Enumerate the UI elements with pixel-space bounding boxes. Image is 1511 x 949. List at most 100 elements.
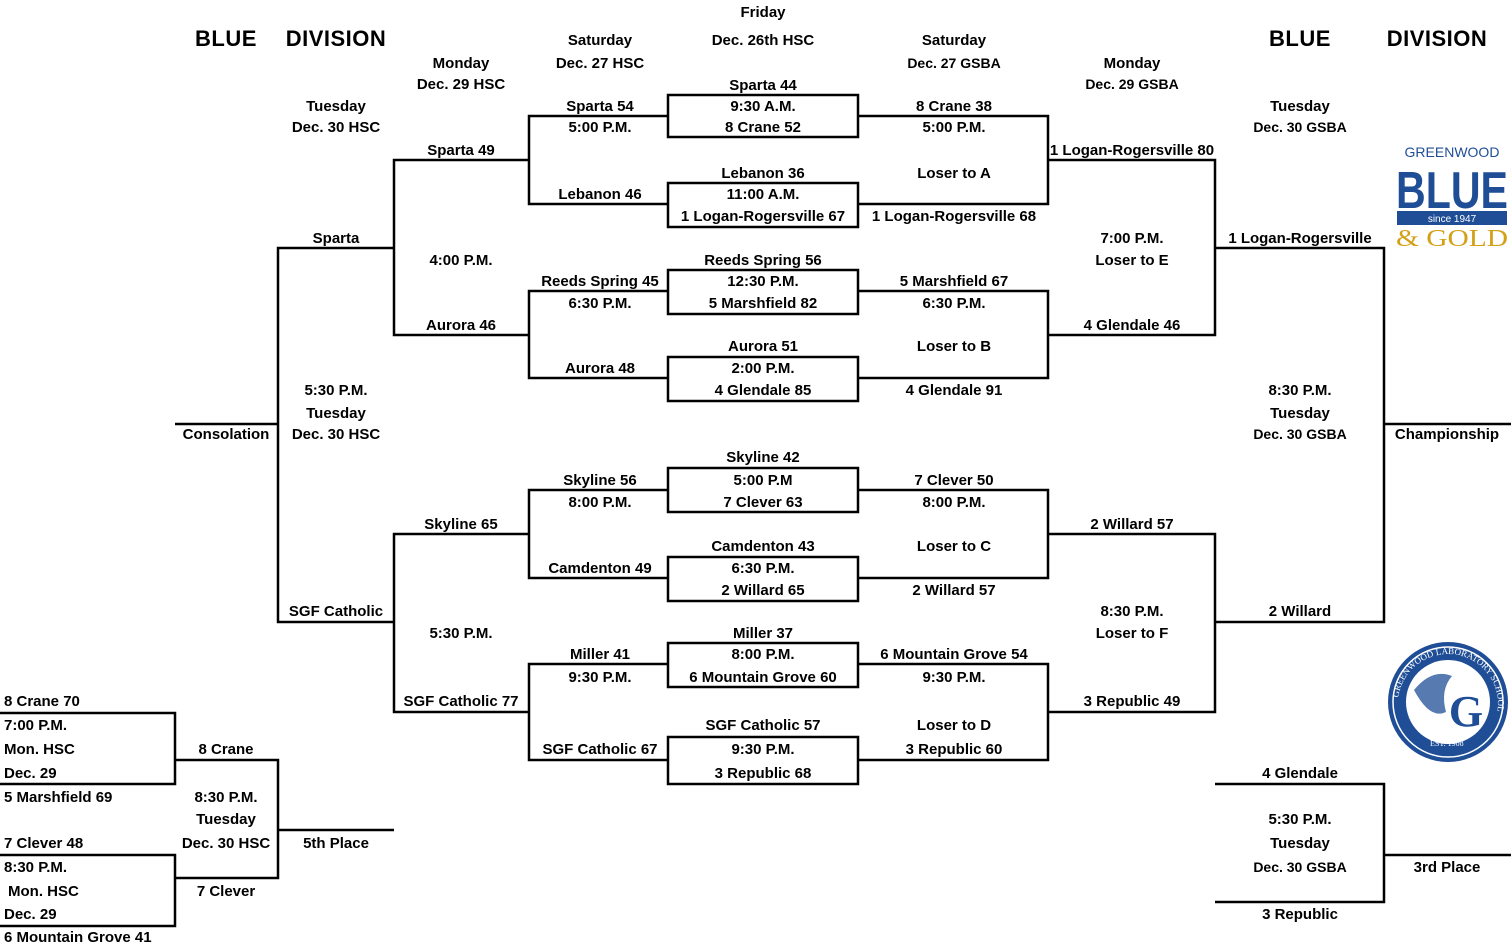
friday-6-time: 6:30 P.M. [731, 560, 794, 577]
mon-right-1-top: 1 Logan-Rogersville 80 [1050, 142, 1214, 159]
third-place-bottom: 3 Republic [1262, 906, 1338, 923]
mon-left-2-bottom: SGF Catholic 77 [403, 693, 518, 710]
friday-7-top: Miller 37 [733, 625, 793, 642]
seal-est-text: EST. 1908 [1430, 739, 1464, 748]
sat-right-3-loser: Loser to C [917, 538, 991, 555]
fifth-g2-time: 8:30 P.M. [4, 859, 67, 876]
consolation-top: Sparta [313, 230, 360, 247]
logo-blue-text: BLUE [1396, 162, 1508, 220]
friday-6-top: Camdenton 43 [711, 538, 814, 555]
championship-time: 8:30 P.M. [1268, 382, 1331, 399]
saturday-right-games: 8 Crane 38 5:00 P.M. Loser to A 1 Logan-… [872, 98, 1036, 758]
friday-game-box-5 [666, 466, 860, 514]
logo-gold-text: & GOLD [1396, 226, 1508, 252]
fifth-place-label: 5th Place [303, 835, 369, 852]
logo-since-text: since 1947 [1428, 214, 1477, 225]
mon-right-2-bottom: 3 Republic 49 [1084, 693, 1181, 710]
sat-left-1-bottom: Lebanon 46 [558, 186, 641, 203]
friday-1-top: Sparta 44 [729, 77, 797, 94]
mon-left-date: Dec. 29 HSC [417, 76, 506, 93]
tue-left-label: Tuesday [306, 98, 366, 115]
fifth-final-bracket [175, 758, 280, 880]
sat-right-label: Saturday [922, 32, 987, 49]
mon-right-2-loser: Loser to F [1096, 625, 1169, 642]
monday-right-games: 1 Logan-Rogersville 80 7:00 P.M. Loser t… [1050, 142, 1214, 710]
sat-left-3-bottom: Camdenton 49 [548, 560, 651, 577]
fifth-g1-date: Dec. 29 [4, 765, 57, 782]
mon-left-bracket-2 [392, 532, 529, 714]
third-place-game: 4 Glendale 5:30 P.M. Tuesday Dec. 30 GSB… [1253, 765, 1480, 923]
tue-right-date: Dec. 30 GSBA [1253, 119, 1346, 135]
friday-7-bottom: 6 Mountain Grove 60 [689, 669, 837, 686]
mon-right-bracket-1 [1048, 158, 1217, 337]
friday-4-bottom: 4 Glendale 85 [715, 382, 812, 399]
mon-right-bracket-2 [1048, 532, 1217, 714]
mon-left-label: Monday [433, 55, 490, 72]
mon-right-2-top: 2 Willard 57 [1090, 516, 1173, 533]
mon-right-label: Monday [1104, 55, 1161, 72]
sat-left-3-time: 8:00 P.M. [568, 494, 631, 511]
mon-left-1-time: 4:00 P.M. [429, 252, 492, 269]
fifth-g1-time: 7:00 P.M. [4, 717, 67, 734]
fifth-g2-date: Dec. 29 [4, 906, 57, 923]
friday-1-bottom: 8 Crane 52 [725, 119, 801, 136]
mon-right-2-time: 8:30 P.M. [1100, 603, 1163, 620]
fifth-final-day: Tuesday [196, 811, 256, 828]
sat-right-1-bottom: 1 Logan-Rogersville 68 [872, 208, 1036, 225]
friday-2-time: 11:00 A.M. [727, 186, 800, 203]
sat-left-2-time: 6:30 P.M. [568, 295, 631, 312]
friday-1-time: 9:30 A.M. [730, 98, 795, 115]
header: BLUE DIVISION BLUE DIVISION Friday Dec. … [195, 4, 1487, 136]
sat-left-2-bottom: Aurora 48 [565, 360, 635, 377]
friday-date: Dec. 26th HSC [712, 32, 815, 49]
consolation-date: Dec. 30 HSC [292, 426, 381, 443]
sat-right-3-time: 8:00 P.M. [922, 494, 985, 511]
friday-game-box-3 [666, 268, 860, 316]
friday-5-top: Skyline 42 [726, 449, 799, 466]
sat-left-1-time: 5:00 P.M. [568, 119, 631, 136]
friday-3-time: 12:30 P.M. [727, 273, 798, 290]
fifth-final-time: 8:30 P.M. [194, 789, 257, 806]
sat-right-1-loser: Loser to A [917, 165, 991, 182]
friday-8-top: SGF Catholic 57 [705, 717, 820, 734]
mon-left-bracket-1 [392, 158, 529, 337]
logo-greenwood-text: GREENWOOD [1405, 144, 1500, 160]
sat-right-4-loser: Loser to D [917, 717, 991, 734]
logo-since-band [1397, 211, 1507, 225]
friday-5-bottom: 7 Clever 63 [723, 494, 802, 511]
sat-right-date: Dec. 27 GSBA [907, 55, 1000, 71]
championship-day: Tuesday [1270, 405, 1330, 422]
fifth-game1-bracket [0, 711, 177, 786]
sat-right-1-time: 5:00 P.M. [922, 119, 985, 136]
third-place-top: 4 Glendale [1262, 765, 1338, 782]
third-place-label: 3rd Place [1414, 859, 1481, 876]
laboratory-school-seal: GREENWOOD LABORATORY SCHOOL EST. 1908 G [1388, 642, 1508, 762]
sat-left-4-top: Miller 41 [570, 646, 630, 663]
friday-2-top: Lebanon 36 [721, 165, 804, 182]
fifth-g2-place: Mon. HSC [8, 883, 79, 900]
sat-right-1-top: 8 Crane 38 [916, 98, 992, 115]
friday-label: Friday [740, 4, 786, 21]
mon-left-2-time: 5:30 P.M. [429, 625, 492, 642]
fifth-g2-top: 7 Clever 48 [4, 835, 83, 852]
sat-left-label: Saturday [568, 32, 633, 49]
sat-left-4-time: 9:30 P.M. [568, 669, 631, 686]
friday-2-bottom: 1 Logan-Rogersville 67 [681, 208, 845, 225]
tue-right-label: Tuesday [1270, 98, 1330, 115]
sat-right-4-top: 6 Mountain Grove 54 [880, 646, 1028, 663]
sat-left-3-top: Skyline 56 [563, 472, 636, 489]
sat-left-1-top: Sparta 54 [566, 98, 634, 115]
fifth-game2-bracket [0, 853, 177, 928]
championship-date: Dec. 30 GSBA [1253, 426, 1346, 442]
mon-right-1-bottom: 4 Glendale 46 [1084, 317, 1181, 334]
tue-left-date: Dec. 30 HSC [292, 119, 381, 136]
sat-right-4-time: 9:30 P.M. [922, 669, 985, 686]
sat-left-2-top: Reeds Spring 45 [541, 273, 659, 290]
third-place-date: Dec. 30 GSBA [1253, 859, 1346, 875]
consolation-bracket [276, 246, 394, 624]
sat-right-2-top: 5 Marshfield 67 [900, 273, 1008, 290]
mon-right-date: Dec. 29 GSBA [1085, 76, 1178, 92]
mon-left-1-top: Sparta 49 [427, 142, 495, 159]
monday-left-games: Sparta 49 4:00 P.M. Aurora 46 Skyline 65… [403, 142, 518, 710]
championship-top: 1 Logan-Rogersville [1228, 230, 1371, 247]
